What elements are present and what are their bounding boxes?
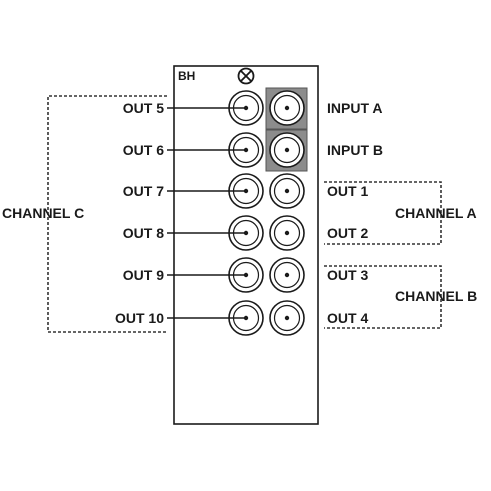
output-label-out6: OUT 6 (123, 142, 164, 158)
input-label-a: INPUT A (327, 100, 382, 116)
bnc-connector-out6: OUT 6 (123, 132, 264, 168)
left-connector-column: OUT 5 OUT 6 OUT 7 OUT 8 (115, 90, 264, 336)
output-label-out8: OUT 8 (123, 225, 164, 241)
output-label-out5: OUT 5 (123, 100, 164, 116)
output-label-out4: OUT 4 (327, 310, 368, 326)
channel-c-label: CHANNEL C (2, 205, 84, 221)
channel-a-label: CHANNEL A (395, 205, 477, 221)
bnc-connector-out7: OUT 7 (123, 173, 264, 209)
x-circle-icon (237, 67, 255, 85)
channel-c-bracket (47, 95, 167, 333)
bnc-connector-out3: OUT 3 (269, 257, 368, 293)
bnc-connector-out8: OUT 8 (123, 215, 264, 251)
panel-model-label: BH (178, 69, 195, 83)
output-label-out2: OUT 2 (327, 225, 368, 241)
bnc-connector-out10: OUT 10 (115, 300, 264, 336)
bnc-connector-out1: OUT 1 (269, 173, 368, 209)
channel-a-bracket (324, 181, 442, 245)
bnc-connector-out2: OUT 2 (269, 215, 368, 251)
channel-b-bracket (324, 265, 442, 329)
output-label-out9: OUT 9 (123, 267, 164, 283)
output-label-out1: OUT 1 (327, 183, 368, 199)
bnc-connector-input-a: INPUT A (265, 87, 382, 130)
output-label-out7: OUT 7 (123, 183, 164, 199)
output-label-out3: OUT 3 (327, 267, 368, 283)
right-connector-column: INPUT A INPUT B OUT 1 OUT 2 OUT 3 (265, 87, 383, 336)
bnc-connector-out9: OUT 9 (123, 257, 264, 293)
channel-b-label: CHANNEL B (395, 288, 477, 304)
bnc-connector-out4: OUT 4 (269, 300, 368, 336)
bnc-connector-input-b: INPUT B (265, 129, 383, 172)
output-label-out10: OUT 10 (115, 310, 164, 326)
bnc-connector-out5: OUT 5 (123, 90, 264, 126)
input-label-b: INPUT B (327, 142, 383, 158)
